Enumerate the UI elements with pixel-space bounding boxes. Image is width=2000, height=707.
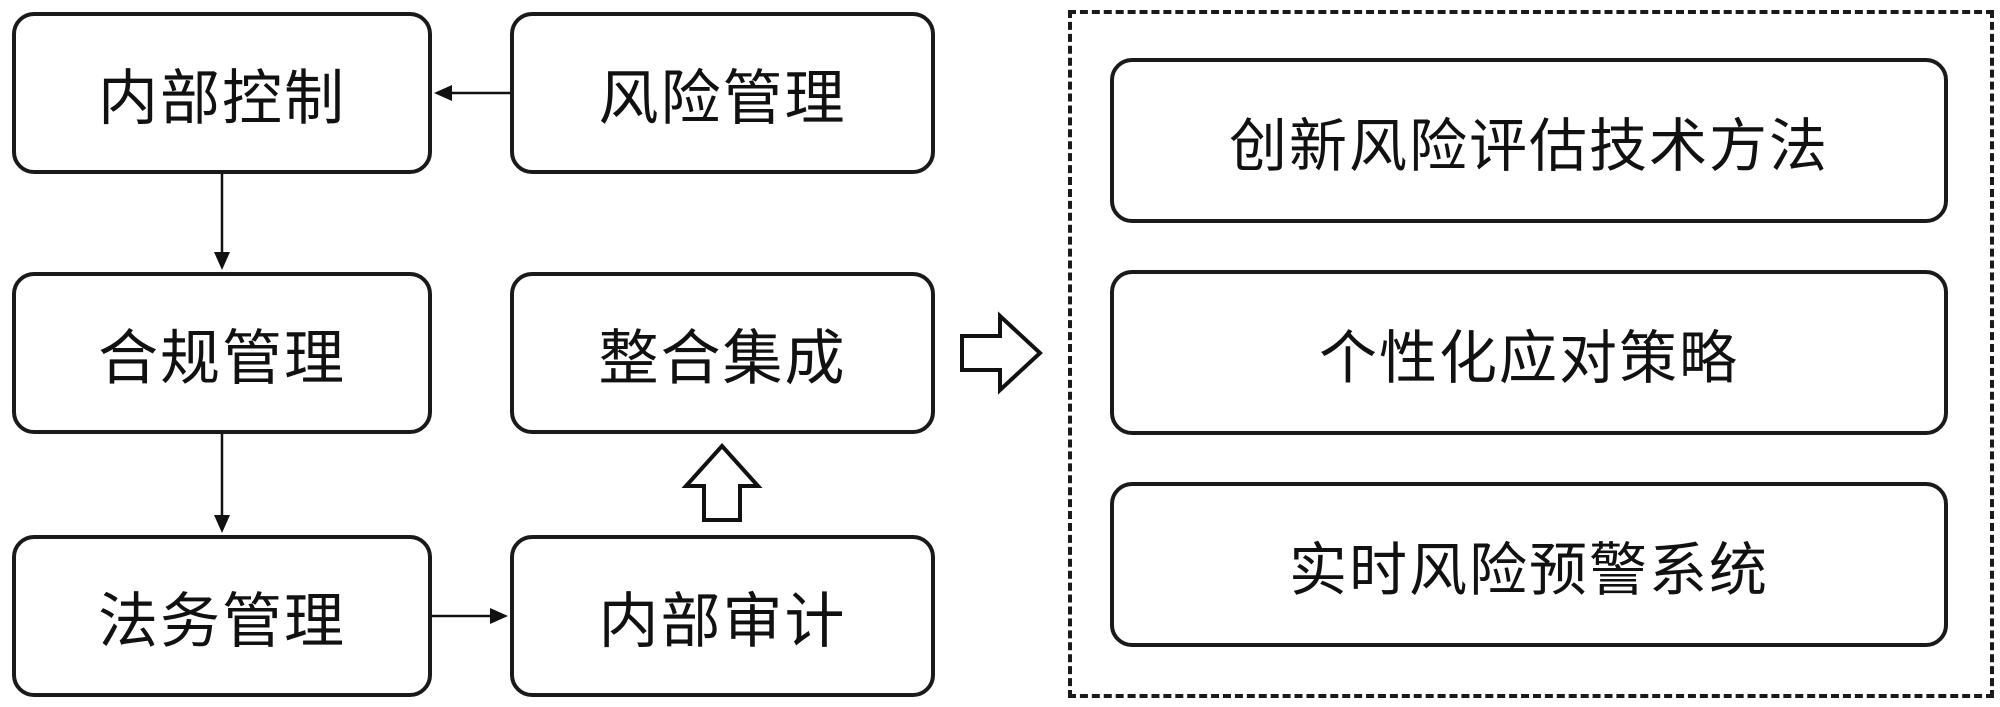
- arrow-risk-to-control: [434, 85, 510, 101]
- node-label: 内部审计: [598, 586, 847, 657]
- arrow-control-to-compliance: [214, 174, 230, 270]
- outcome-label: 创新风险评估技术方法: [1228, 111, 1829, 180]
- node-internal-control: 内部控制: [12, 12, 432, 174]
- hollow-arrow-up: [681, 443, 763, 522]
- arrow-legal-to-audit: [432, 608, 508, 624]
- node-label: 法务管理: [98, 586, 346, 657]
- outcome-risk-assessment-methods: 创新风险评估技术方法: [1110, 58, 1948, 223]
- outcomes-container: [1068, 10, 1994, 698]
- node-integration: 整合集成: [510, 272, 935, 434]
- node-label: 内部控制: [98, 63, 346, 134]
- hollow-arrow-right: [960, 311, 1043, 395]
- node-label: 整合集成: [598, 323, 847, 394]
- node-internal-audit: 内部审计: [510, 535, 935, 697]
- node-risk-management: 风险管理: [510, 12, 935, 174]
- node-label: 合规管理: [98, 323, 346, 394]
- outcome-personalized-strategy: 个性化应对策略: [1110, 270, 1948, 435]
- outcome-label: 个性化应对策略: [1318, 323, 1739, 392]
- node-label: 风险管理: [598, 63, 847, 134]
- arrow-compliance-to-legal: [214, 434, 230, 533]
- node-compliance-management: 合规管理: [12, 272, 432, 434]
- node-legal-management: 法务管理: [12, 535, 432, 697]
- outcome-label: 实时风险预警系统: [1288, 535, 1769, 604]
- outcome-realtime-warning: 实时风险预警系统: [1110, 482, 1948, 647]
